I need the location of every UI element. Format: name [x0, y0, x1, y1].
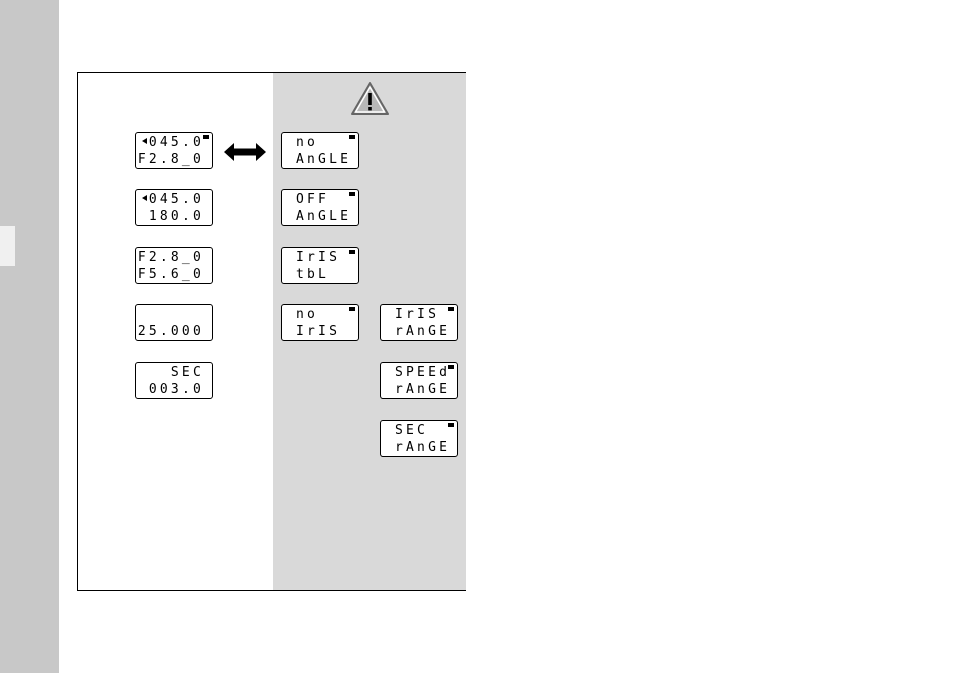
lcd-indicator: [349, 135, 355, 139]
lcd-line-1: IrIS: [395, 308, 439, 322]
lcd-warning-2: OFF AnGLE: [281, 189, 359, 226]
pointer-triangle-icon: [142, 138, 147, 144]
lcd-line-1: OFF: [296, 193, 329, 207]
side-strip: [0, 0, 59, 673]
lcd-line-2: 25.000: [138, 325, 204, 339]
double-arrow-icon: [223, 141, 267, 163]
display-diagram: 045.0 F2.8_0 045.0 180.0 F2.8_0 F5.6_0 2…: [77, 72, 466, 591]
lcd-line-2: rAnGE: [395, 325, 450, 339]
lcd-line-2: rAnGE: [395, 383, 450, 397]
lcd-indicator: [448, 423, 454, 427]
lcd-left-4: 25.000: [135, 304, 213, 341]
lcd-line-2: rAnGE: [395, 441, 450, 455]
lcd-left-1: 045.0 F2.8_0: [135, 132, 213, 169]
lcd-line-2: AnGLE: [296, 153, 351, 167]
lcd-line-1: 045.0: [149, 193, 204, 207]
lcd-line-2: 180.0: [149, 210, 204, 224]
lcd-range-3: SEC rAnGE: [380, 420, 458, 457]
lcd-line-1: F2.8_0: [138, 251, 204, 265]
lcd-line-1: SEC: [171, 366, 204, 380]
lcd-indicator: [448, 307, 454, 311]
lcd-range-2: SPEEd rAnGE: [380, 362, 458, 399]
lcd-indicator: [349, 307, 355, 311]
lcd-line-1: SPEEd: [395, 366, 450, 380]
lcd-line-2: tbL: [296, 268, 329, 282]
lcd-line-1: SEC: [395, 424, 428, 438]
lcd-warning-1: no AnGLE: [281, 132, 359, 169]
warning-triangle-icon: [350, 81, 390, 117]
lcd-left-5: SEC 003.0: [135, 362, 213, 399]
pointer-triangle-icon: [142, 195, 147, 201]
lcd-line-2: F2.8_0: [138, 153, 204, 167]
lcd-line-1: no: [296, 136, 318, 150]
lcd-range-1: IrIS rAnGE: [380, 304, 458, 341]
lcd-left-3: F2.8_0 F5.6_0: [135, 247, 213, 284]
lcd-indicator: [349, 192, 355, 196]
lcd-line-2: IrIS: [296, 325, 340, 339]
lcd-line-2: F5.6_0: [138, 268, 204, 282]
lcd-line-2: 003.0: [149, 383, 204, 397]
page-tab-marker: [0, 226, 15, 266]
lcd-line-1: IrIS: [296, 251, 340, 265]
lcd-left-2: 045.0 180.0: [135, 189, 213, 226]
lcd-warning-3: IrIS tbL: [281, 247, 359, 284]
lcd-line-1: no: [296, 308, 318, 322]
lcd-line-1: 045.0: [149, 136, 204, 150]
lcd-warning-4: no IrIS: [281, 304, 359, 341]
lcd-indicator: [349, 250, 355, 254]
lcd-line-2: AnGLE: [296, 210, 351, 224]
